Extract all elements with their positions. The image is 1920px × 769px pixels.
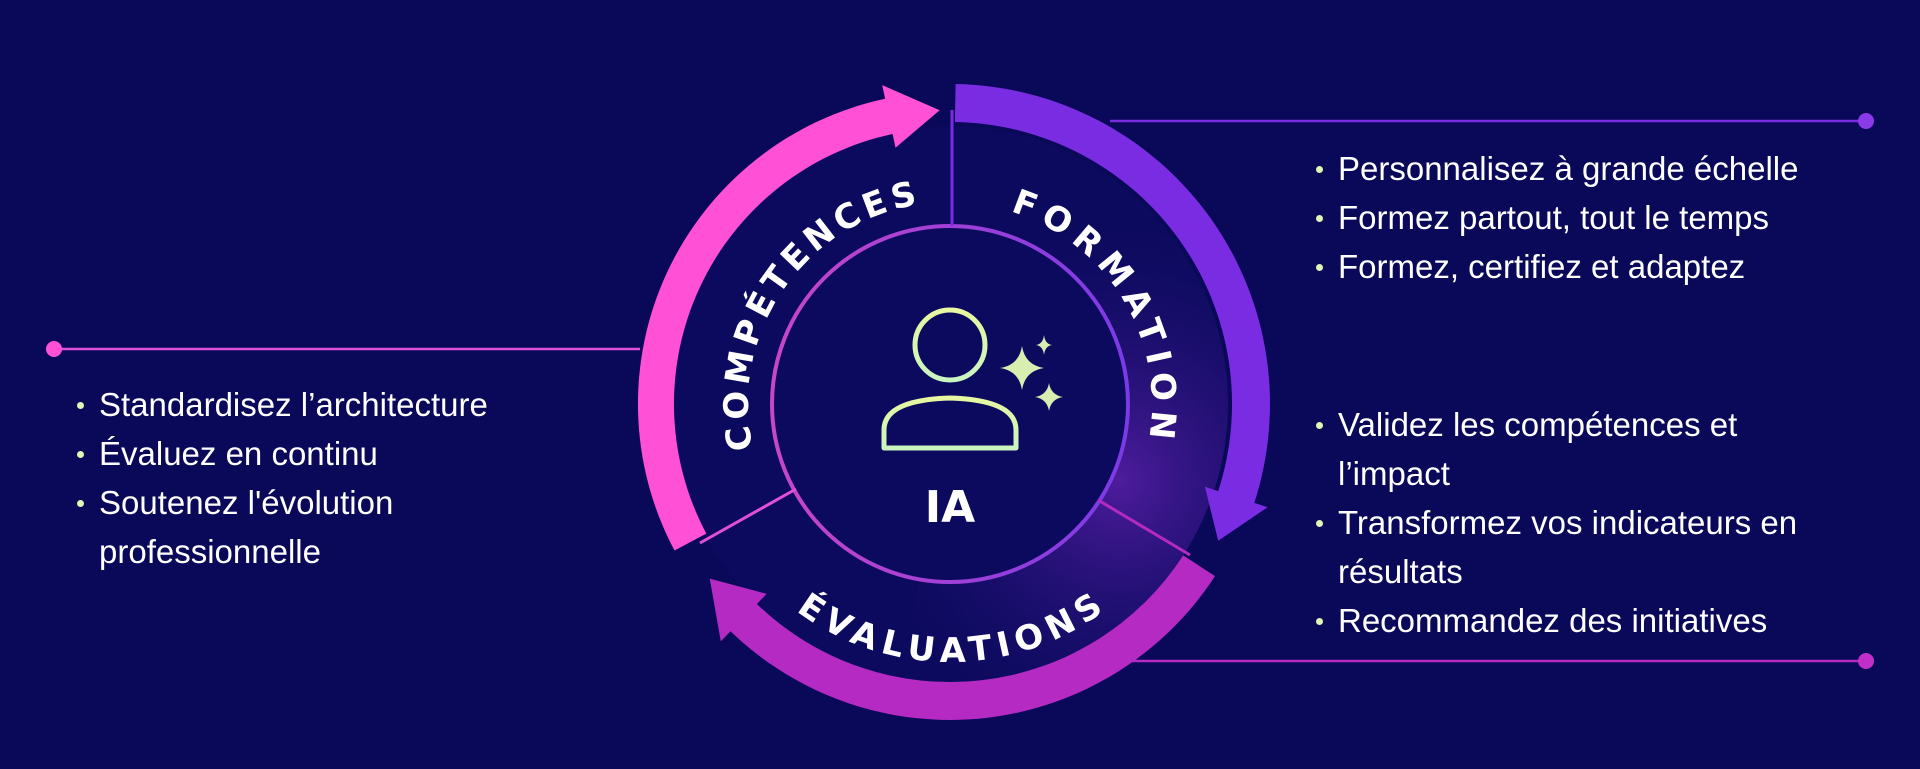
- list-item: Formez partout, tout le temps: [1316, 193, 1876, 242]
- divider-left: [699, 487, 797, 545]
- formation-arrow: [954, 84, 1270, 541]
- person-sparkles-icon: [881, 307, 1063, 451]
- list-item: Transformez vos indicateurs en résultats: [1316, 498, 1798, 596]
- left-connector-dot: [46, 341, 62, 357]
- list-item: Recommandez des initiatives: [1316, 596, 1796, 645]
- right-top-bullet-list: Personnalisez à grande échelle Formez pa…: [1316, 144, 1876, 291]
- left-bullet-list: Standardisez l’architecture Évaluez en c…: [77, 380, 597, 576]
- right-top-connector-dot: [1858, 113, 1874, 129]
- right-bottom-bullet-list: Validez les compétences et l’impact Tran…: [1316, 400, 1798, 645]
- list-item: Validez les compétences et l’impact: [1316, 400, 1758, 498]
- center-label: IA: [925, 482, 975, 533]
- right-bottom-connector-dot: [1858, 653, 1874, 669]
- competences-arrow: [637, 85, 940, 551]
- formation-glow: [901, 130, 1229, 683]
- list-item: Soutenez l'évolution professionnelle: [77, 478, 499, 576]
- list-item: Personnalisez à grande échelle: [1316, 144, 1876, 193]
- center-ring: [770, 224, 1130, 584]
- list-item: Formez, certifiez et adaptez: [1316, 242, 1876, 291]
- list-item: Évaluez en continu: [77, 429, 597, 478]
- list-item: Standardisez l’architecture: [77, 380, 597, 429]
- evaluations-arrow: [709, 555, 1215, 720]
- divider-right: [1097, 498, 1191, 557]
